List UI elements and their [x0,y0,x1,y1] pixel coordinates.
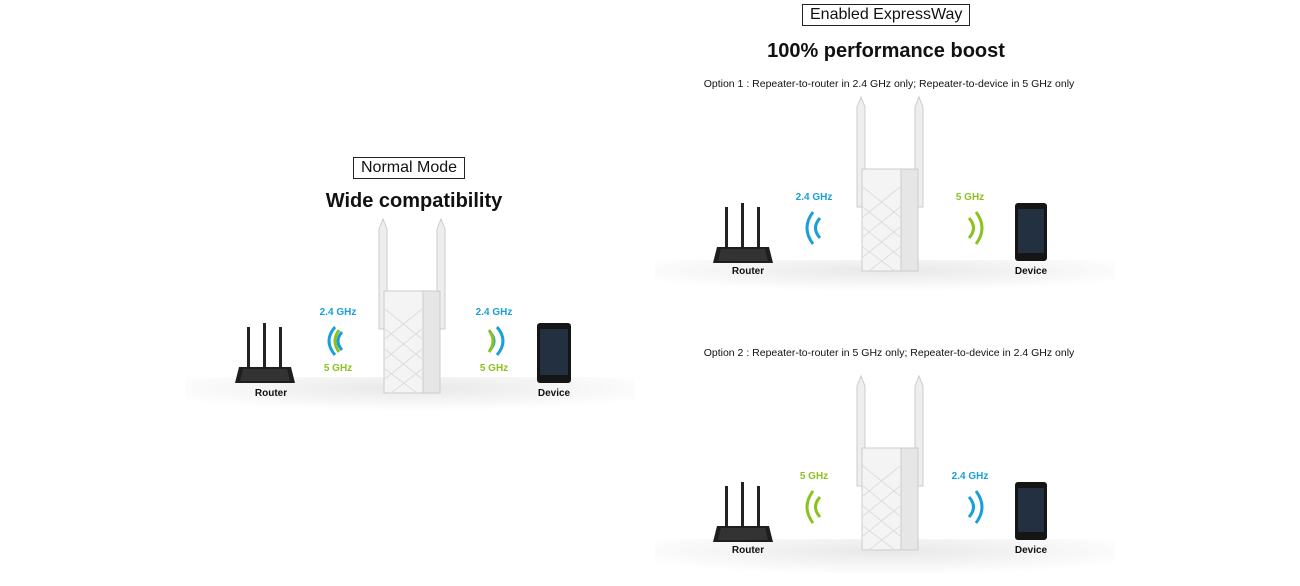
repeater-icon [378,217,446,394]
option1-left-freq: 2.4 GHz [795,192,833,203]
normal-mode-label: Normal Mode [353,157,466,179]
router-label: Router [254,388,288,399]
normal-mode-scene: Router 2.4 GHz 5 GHz 2.4 GHz 5 GHz Devic… [185,215,635,415]
device-label: Device [537,388,571,399]
router-label: Router [731,545,765,556]
right-freq-top: 2.4 GHz [475,307,513,318]
expressway-title: 100% performance boost [767,40,1005,62]
signal-wave-icon [487,326,505,356]
left-freq-top: 2.4 GHz [319,307,357,318]
option2-right-freq: 2.4 GHz [951,471,989,482]
router-icon [713,482,773,542]
phone-icon [1015,482,1047,540]
option1-scene: Router 2.4 GHz 5 GHz Device [655,95,1115,295]
signal-wave-icon [967,211,984,245]
repeater-icon [856,95,924,272]
phone-icon [1015,203,1047,261]
phone-icon [537,323,571,383]
right-freq-bottom: 5 GHz [479,363,509,374]
signal-wave-icon [805,211,822,245]
left-freq-bottom: 5 GHz [323,363,353,374]
option1-text: Option 1 : Repeater-to-router in 2.4 GHz… [703,78,1075,90]
router-icon [235,323,295,383]
signal-wave-icon [967,490,984,524]
signal-wave-icon [805,490,822,524]
device-label: Device [1014,266,1048,277]
router-icon [713,203,773,263]
option2-left-freq: 5 GHz [799,471,829,482]
device-label: Device [1014,545,1048,556]
option2-text: Option 2 : Repeater-to-router in 5 GHz o… [703,347,1075,359]
signal-wave-icon [327,326,344,356]
repeater-icon [856,374,924,551]
expressway-mode-label: Enabled ExpressWay [802,4,971,26]
option1-right-freq: 5 GHz [955,192,985,203]
router-label: Router [731,266,765,277]
option2-scene: Router 5 GHz 2.4 GHz Device [655,374,1115,579]
normal-mode-title: Wide compatibility [325,190,503,212]
